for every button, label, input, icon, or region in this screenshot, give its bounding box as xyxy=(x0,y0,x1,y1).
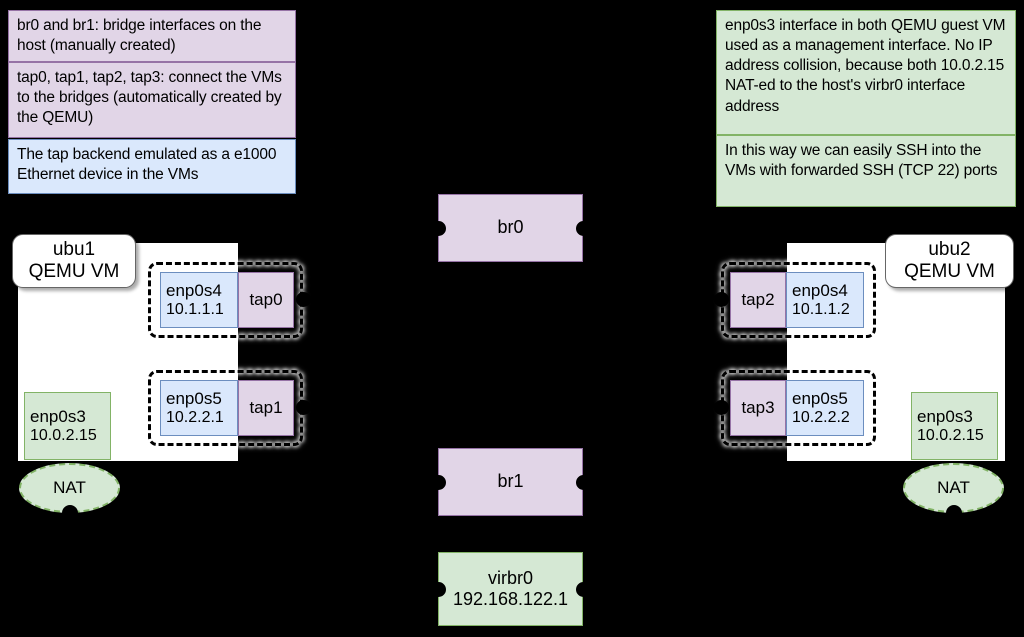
nic-ip-ubu2-enp0s3: 10.0.2.15 xyxy=(917,426,984,444)
nic-name-ubu1-enp0s5: enp0s5 xyxy=(166,388,222,408)
tap-box-ubu2-tap3: tap3 xyxy=(730,380,786,436)
nat-connector-nub-ubu1 xyxy=(62,505,78,521)
vm-name-ubu2: ubu2 xyxy=(928,238,971,260)
nic-box-ubu2-enp0s5: enp0s5 10.2.2.2 xyxy=(786,380,864,436)
tap-box-ubu2-tap2: tap2 xyxy=(730,272,786,328)
nic-ip-ubu1-enp0s4: 10.1.1.1 xyxy=(166,300,224,318)
nic-ip-ubu1-enp0s5: 10.2.2.1 xyxy=(166,408,224,426)
tap-label-tap2: tap2 xyxy=(741,290,775,310)
legend-note-ssh: In this way we can easily SSH into the V… xyxy=(716,135,1016,207)
nic-name-ubu2-enp0s5: enp0s5 xyxy=(792,388,848,408)
nic-ip-ubu1-enp0s3: 10.0.2.15 xyxy=(30,426,97,444)
bridge-ip-virbr0: 192.168.122.1 xyxy=(452,589,569,609)
vm-plate-ubu2: ubu2 QEMU VM xyxy=(885,234,1014,288)
legend-note-management: enp0s3 interface in both QEMU guest VM u… xyxy=(716,10,1016,135)
tap-label-tap1: tap1 xyxy=(249,398,283,418)
nic-name-ubu1-enp0s4: enp0s4 xyxy=(166,280,222,300)
vm-subtitle-ubu2: QEMU VM xyxy=(904,261,995,282)
legend-note-e1000: The tap backend emulated as a e1000 Ethe… xyxy=(8,139,296,194)
nic-box-ubu1-enp0s4: enp0s4 10.1.1.1 xyxy=(160,272,238,328)
connector-nub-br1-right xyxy=(576,475,591,490)
connector-nub-br0-left xyxy=(431,221,446,236)
nic-name-ubu2-enp0s3: enp0s3 xyxy=(917,406,973,426)
nic-ip-ubu2-enp0s5: 10.2.2.2 xyxy=(792,408,850,426)
nic-name-ubu2-enp0s4: enp0s4 xyxy=(792,280,848,300)
legend-note-taps: tap0, tap1, tap2, tap3: connect the VMs … xyxy=(8,62,296,138)
nic-box-ubu1-enp0s3: enp0s3 10.0.2.15 xyxy=(24,392,111,460)
nat-ellipse-ubu1: NAT xyxy=(19,463,120,513)
nic-name-ubu1-enp0s3: enp0s3 xyxy=(30,406,86,426)
bridge-name-virbr0: virbr0 xyxy=(487,567,533,588)
bridge-box-virbr0: virbr0 192.168.122.1 xyxy=(438,552,583,626)
bridge-name-br1: br1 xyxy=(497,471,524,492)
connector-nub-br1-left xyxy=(431,475,446,490)
connector-nub-br0-right xyxy=(576,221,591,236)
nat-label-ubu2: NAT xyxy=(937,478,970,497)
vm-name-ubu1: ubu1 xyxy=(52,238,96,260)
nat-label-ubu1: NAT xyxy=(53,478,86,497)
connector-nub-virbr0-left xyxy=(431,582,446,597)
legend-note-bridges: br0 and br1: bridge interfaces on the ho… xyxy=(8,10,296,62)
connector-nub-tap1 xyxy=(296,400,311,415)
nic-box-ubu1-enp0s5: enp0s5 10.2.2.1 xyxy=(160,380,238,436)
nic-box-ubu2-enp0s4: enp0s4 10.1.1.2 xyxy=(786,272,864,328)
connector-nub-tap0 xyxy=(296,292,311,307)
nic-box-ubu2-enp0s3: enp0s3 10.0.2.15 xyxy=(911,392,998,460)
nic-ip-ubu2-enp0s4: 10.1.1.2 xyxy=(792,300,850,318)
tap-label-tap3: tap3 xyxy=(741,398,775,418)
connector-nub-tap2 xyxy=(714,292,729,307)
connector-nub-virbr0-right xyxy=(576,582,591,597)
bridge-name-br0: br0 xyxy=(497,217,524,238)
connector-nub-tap3 xyxy=(714,400,729,415)
nat-connector-nub-ubu2 xyxy=(946,505,962,521)
tap-box-ubu1-tap1: tap1 xyxy=(238,380,294,436)
tap-box-ubu1-tap0: tap0 xyxy=(238,272,294,328)
vm-plate-ubu1: ubu1 QEMU VM xyxy=(12,234,136,288)
tap-label-tap0: tap0 xyxy=(249,290,283,310)
bridge-box-br1: br1 xyxy=(438,448,583,516)
bridge-box-br0: br0 xyxy=(438,194,583,262)
vm-subtitle-ubu1: QEMU VM xyxy=(28,261,120,282)
nat-ellipse-ubu2: NAT xyxy=(903,463,1004,513)
